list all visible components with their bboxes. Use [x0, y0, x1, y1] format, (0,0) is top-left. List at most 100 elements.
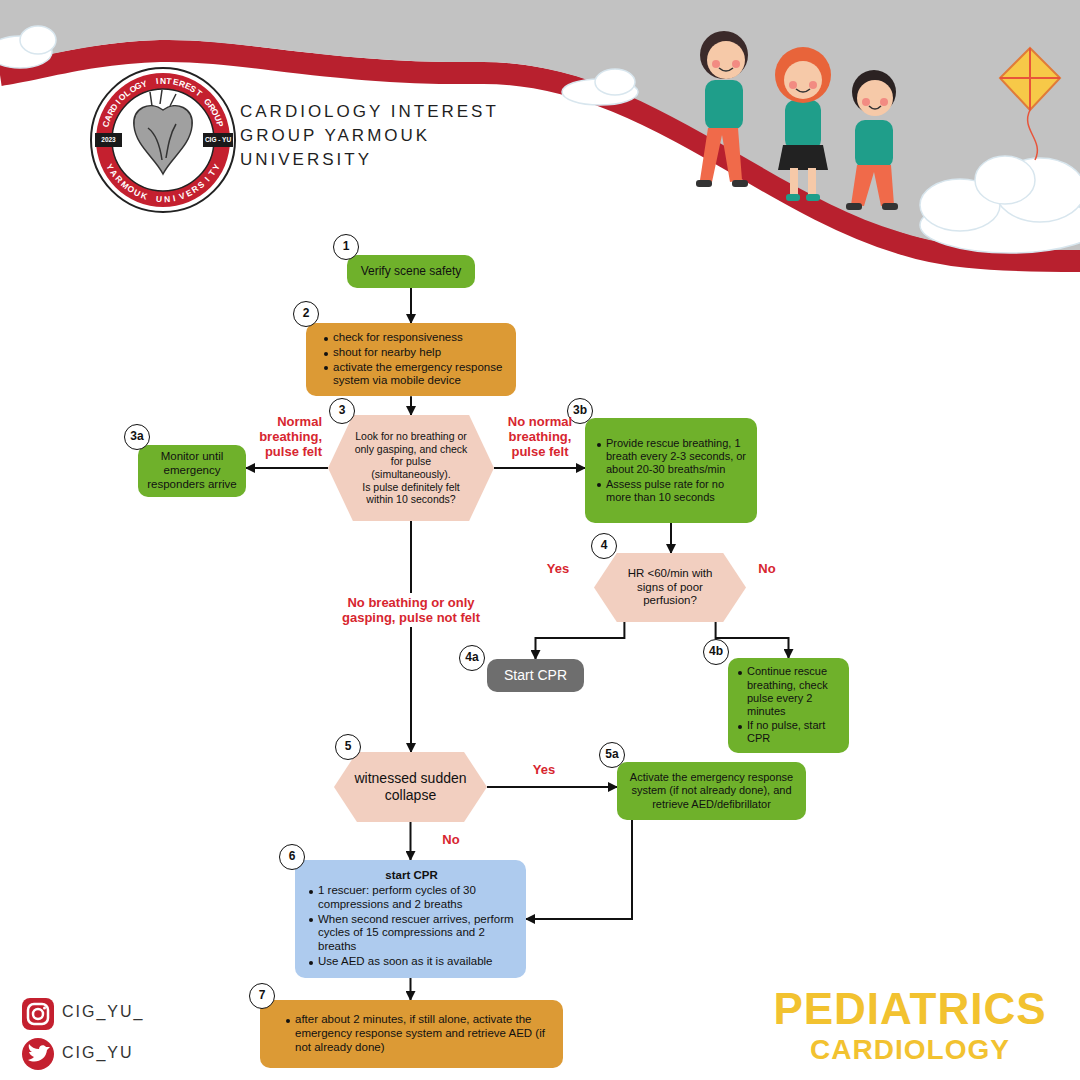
child [775, 47, 831, 103]
child [696, 180, 712, 187]
child [869, 106, 881, 109]
callout-number: 3 [329, 398, 355, 424]
footer-title: PEDIATRICS [740, 985, 1080, 1033]
logo-chip-text: CIG - YU [203, 133, 233, 147]
child [732, 60, 740, 68]
twitter-icon [22, 1038, 54, 1070]
child [700, 128, 742, 182]
child [707, 41, 745, 79]
box-heading: start CPR [307, 869, 516, 883]
child [851, 165, 894, 206]
cloud [0, 26, 1080, 253]
bullet-text: activate the emergency response system v… [322, 361, 506, 389]
decision-hexagon: HR <60/min with signs of poor perfusion? [594, 553, 746, 622]
child [705, 80, 743, 130]
logo-letter: U [156, 194, 163, 204]
child [732, 180, 748, 187]
callout-number: 1 [333, 234, 359, 260]
grey-sky [0, 0, 1080, 250]
flow-arrow [410, 521, 412, 752]
edge-label: No normal breathing, pulse felt [496, 414, 584, 459]
flow-arrow [410, 822, 412, 860]
child [785, 100, 821, 150]
social-handle: CIG_YU_ [62, 1003, 144, 1021]
child [786, 194, 800, 201]
edge-label: No [436, 832, 466, 847]
callout-number: 6 [279, 844, 305, 870]
social-handle: CIG_YU [62, 1044, 134, 1062]
twitter-icon [22, 1038, 54, 1070]
box-text: HR <60/min with signs of poor perfusion? [616, 567, 724, 608]
cloud [20, 26, 56, 54]
box-text: Monitor until emergency responders arriv… [144, 450, 240, 491]
instagram-icon [22, 998, 54, 1030]
callout-number: 4b [703, 639, 729, 665]
process-box: Start CPR [487, 659, 584, 692]
child [862, 98, 870, 106]
flow-arrow [487, 786, 617, 788]
logo-letter: I [155, 76, 158, 86]
process-box: Provide rescue breathing, 1 breath every… [585, 418, 757, 523]
flow-arrow [536, 622, 625, 659]
kite [1000, 48, 1060, 160]
child [846, 203, 862, 210]
kite [1028, 110, 1038, 160]
box-text: Activate the emergency response system (… [625, 771, 798, 811]
callout-number: 5 [335, 734, 361, 760]
child [696, 31, 748, 187]
cloud [975, 156, 1035, 204]
process-box: start CPR1 rescuer: perform cycles of 30… [295, 860, 526, 978]
hexagon-shape [594, 553, 746, 622]
box-text: Look for no breathing or only gasping, a… [352, 430, 470, 480]
bullet-text: shout for nearby help [322, 346, 506, 360]
logo-letter: P [214, 120, 225, 128]
kite [1000, 48, 1060, 110]
instagram-icon [33, 1009, 43, 1019]
logo-letter: I [202, 175, 211, 183]
bullet-text: If no pulse, start CPR [736, 719, 843, 745]
instagram-icon [28, 1004, 48, 1024]
flow-arrow [494, 467, 585, 469]
child [808, 168, 816, 196]
decision-hexagon: Look for no breathing or only gasping, a… [328, 415, 494, 521]
edge-label: Normal breathing, pulse felt [230, 414, 322, 459]
logo-letter: I [172, 193, 176, 203]
logo-letter: N [160, 76, 166, 86]
callout-number: 2 [293, 301, 319, 327]
child [857, 80, 893, 116]
logo-badge [112, 89, 214, 191]
child [700, 31, 748, 79]
box-text: Verify scene safety [355, 264, 467, 278]
decision-hexagon: witnessed sudden collapse [334, 752, 487, 822]
heart-vessels [148, 90, 176, 160]
process-box: Verify scene safety [347, 255, 475, 288]
badge-chip [203, 133, 233, 147]
child [855, 120, 893, 168]
edge-label: No [752, 561, 782, 576]
process-box: Activate the emergency response system (… [617, 762, 806, 820]
child [784, 61, 822, 99]
badge-chip [95, 133, 122, 147]
logo-letter: K [140, 190, 149, 201]
edge-label: Yes [524, 762, 564, 777]
process-box: Continue rescue breathing, check pulse e… [728, 658, 849, 753]
child [778, 145, 828, 170]
flow-arrow [526, 820, 632, 919]
child [880, 98, 888, 106]
box-text: witnessed sudden collapse [354, 770, 467, 804]
edge-label: No breathing or only gasping, pulse not … [336, 593, 486, 627]
box-text: Start CPR [493, 667, 578, 684]
callout-number: 5a [599, 742, 625, 768]
twitter-icon [28, 1044, 50, 1062]
bullet-text: after about 2 minutes, if still alone, a… [284, 1013, 549, 1054]
footer-title: CARDIOLOGY [740, 1035, 1080, 1066]
header-title: CARDIOLOGY INTEREST GROUP YARMOUK UNIVER… [240, 100, 525, 172]
instagram-icon [22, 998, 54, 1030]
child [796, 89, 810, 92]
callout-number: 4a [459, 645, 485, 671]
callout-number: 7 [249, 983, 275, 1009]
bullet-text: check for responsiveness [322, 331, 506, 345]
child [790, 168, 798, 196]
